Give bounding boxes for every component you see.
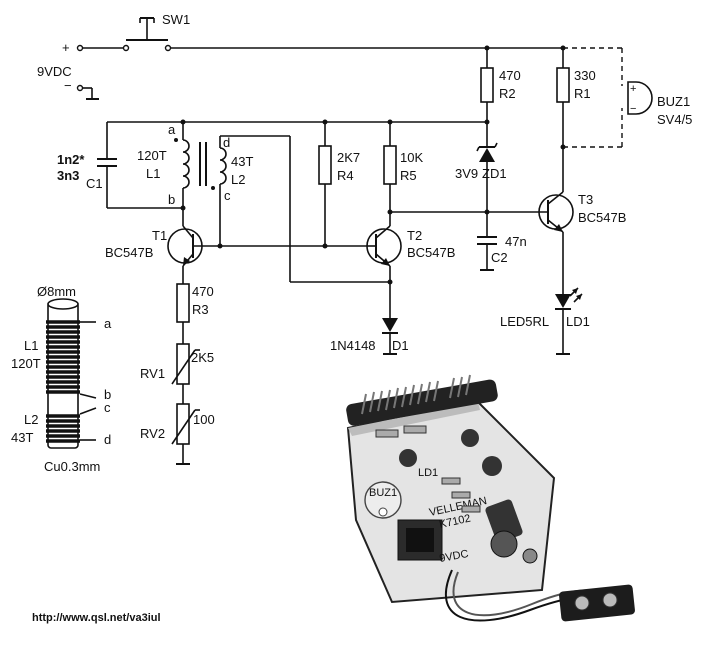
svg-text:470: 470 bbox=[499, 68, 521, 83]
diode-d1: 1N4148 D1 bbox=[330, 318, 409, 355]
svg-text:9VDC: 9VDC bbox=[37, 64, 72, 79]
svg-text:d: d bbox=[223, 135, 230, 150]
svg-text:Cu0.3mm: Cu0.3mm bbox=[44, 459, 100, 474]
coil-l1: a b 120T L1 bbox=[137, 122, 190, 226]
svg-text:47n: 47n bbox=[505, 234, 527, 249]
buzzer-buz1: + − BUZ1 SV4/5 bbox=[563, 47, 692, 148]
sw1-label: SW1 bbox=[162, 12, 190, 27]
resistor-r5: 10K R5 bbox=[383, 122, 423, 226]
svg-text:T1: T1 bbox=[152, 228, 167, 243]
pot-rv2: RV2 100 bbox=[140, 403, 215, 465]
svg-text:10K: 10K bbox=[400, 150, 423, 165]
zener-zd1: 3V9 ZD1 bbox=[455, 122, 507, 212]
svg-text:L2: L2 bbox=[24, 412, 38, 427]
svg-text:43T: 43T bbox=[11, 430, 33, 445]
transistor-t1: T1 BC547B bbox=[105, 225, 220, 284]
svg-text:C1: C1 bbox=[86, 176, 103, 191]
svg-text:RV1: RV1 bbox=[140, 366, 165, 381]
svg-text:LED5RL: LED5RL bbox=[500, 314, 549, 329]
svg-text:BUZ1: BUZ1 bbox=[657, 94, 690, 109]
svg-text:BC547B: BC547B bbox=[578, 210, 626, 225]
supply-terminals: + 9VDC − bbox=[37, 40, 123, 100]
svg-text:120T: 120T bbox=[137, 148, 167, 163]
svg-text:a: a bbox=[168, 122, 176, 137]
svg-text:R2: R2 bbox=[499, 86, 516, 101]
svg-text:LD1: LD1 bbox=[566, 314, 590, 329]
svg-text:2K5: 2K5 bbox=[191, 350, 214, 365]
coil-detail: Ø8mm a b c d L1 120T L2 43T Cu0.3mm bbox=[11, 284, 112, 474]
svg-text:BUZ1: BUZ1 bbox=[369, 487, 397, 499]
capacitor-c2: 47n C2 bbox=[477, 212, 527, 271]
svg-text:3V9: 3V9 bbox=[455, 166, 478, 181]
svg-text:120T: 120T bbox=[11, 356, 41, 371]
svg-text:BC547B: BC547B bbox=[105, 245, 153, 260]
transistor-t2: T2 BC547B bbox=[366, 225, 455, 318]
svg-text:+: + bbox=[630, 83, 636, 95]
board-photo: BUZ1 LD1 VELLEMAN K7102 9VDC bbox=[346, 374, 635, 622]
svg-text:2K7: 2K7 bbox=[337, 150, 360, 165]
svg-text:470: 470 bbox=[192, 284, 214, 299]
svg-text:b: b bbox=[168, 192, 175, 207]
svg-text:T3: T3 bbox=[578, 192, 593, 207]
svg-text:L2: L2 bbox=[231, 172, 245, 187]
svg-text:330: 330 bbox=[574, 68, 596, 83]
svg-text:d: d bbox=[104, 432, 111, 447]
switch-sw1: SW1 bbox=[122, 12, 190, 52]
svg-text:R4: R4 bbox=[337, 168, 354, 183]
svg-text:1n2*: 1n2* bbox=[57, 152, 85, 167]
svg-text:T2: T2 bbox=[407, 228, 422, 243]
svg-text:100: 100 bbox=[193, 412, 215, 427]
svg-text:c: c bbox=[104, 400, 111, 415]
resistor-r4: 2K7 R4 bbox=[318, 122, 360, 246]
svg-text:b: b bbox=[104, 387, 111, 402]
svg-text:R3: R3 bbox=[192, 302, 209, 317]
svg-text:R5: R5 bbox=[400, 168, 417, 183]
resistor-r3: 470 R3 bbox=[176, 283, 214, 344]
svg-text:Ø8mm: Ø8mm bbox=[37, 284, 76, 299]
coil-l2: d c 43T L2 bbox=[211, 135, 390, 283]
svg-text:R1: R1 bbox=[574, 86, 591, 101]
svg-text:9VDC: 9VDC bbox=[438, 548, 469, 565]
pot-rv1: RV1 2K5 bbox=[140, 343, 214, 404]
resistor-r2: 470 R2 bbox=[480, 48, 521, 122]
svg-text:L1: L1 bbox=[146, 166, 160, 181]
svg-text:c: c bbox=[224, 188, 231, 203]
svg-text:LD1: LD1 bbox=[418, 467, 438, 479]
resistor-r1: 330 R1 bbox=[556, 48, 596, 185]
svg-text:43T: 43T bbox=[231, 154, 253, 169]
svg-text:a: a bbox=[104, 316, 112, 331]
svg-text:L1: L1 bbox=[24, 338, 38, 353]
svg-text:C2: C2 bbox=[491, 250, 508, 265]
footer-url[interactable]: http://www.qsl.net/va3iul bbox=[32, 612, 161, 624]
transistor-t3: T3 BC547B bbox=[487, 185, 626, 233]
led-ld1: LED5RL LD1 bbox=[500, 232, 590, 355]
svg-text:RV2: RV2 bbox=[140, 426, 165, 441]
svg-text:D1: D1 bbox=[392, 338, 409, 353]
capacitor-c1: 1n2* 3n3 C1 bbox=[57, 122, 183, 209]
svg-text:−: − bbox=[64, 78, 72, 93]
svg-text:3n3: 3n3 bbox=[57, 168, 79, 183]
svg-text:+: + bbox=[62, 40, 70, 55]
svg-text:−: − bbox=[630, 103, 636, 115]
svg-text:BC547B: BC547B bbox=[407, 245, 455, 260]
svg-text:ZD1: ZD1 bbox=[482, 166, 507, 181]
svg-text:1N4148: 1N4148 bbox=[330, 338, 376, 353]
svg-text:SV4/5: SV4/5 bbox=[657, 112, 692, 127]
